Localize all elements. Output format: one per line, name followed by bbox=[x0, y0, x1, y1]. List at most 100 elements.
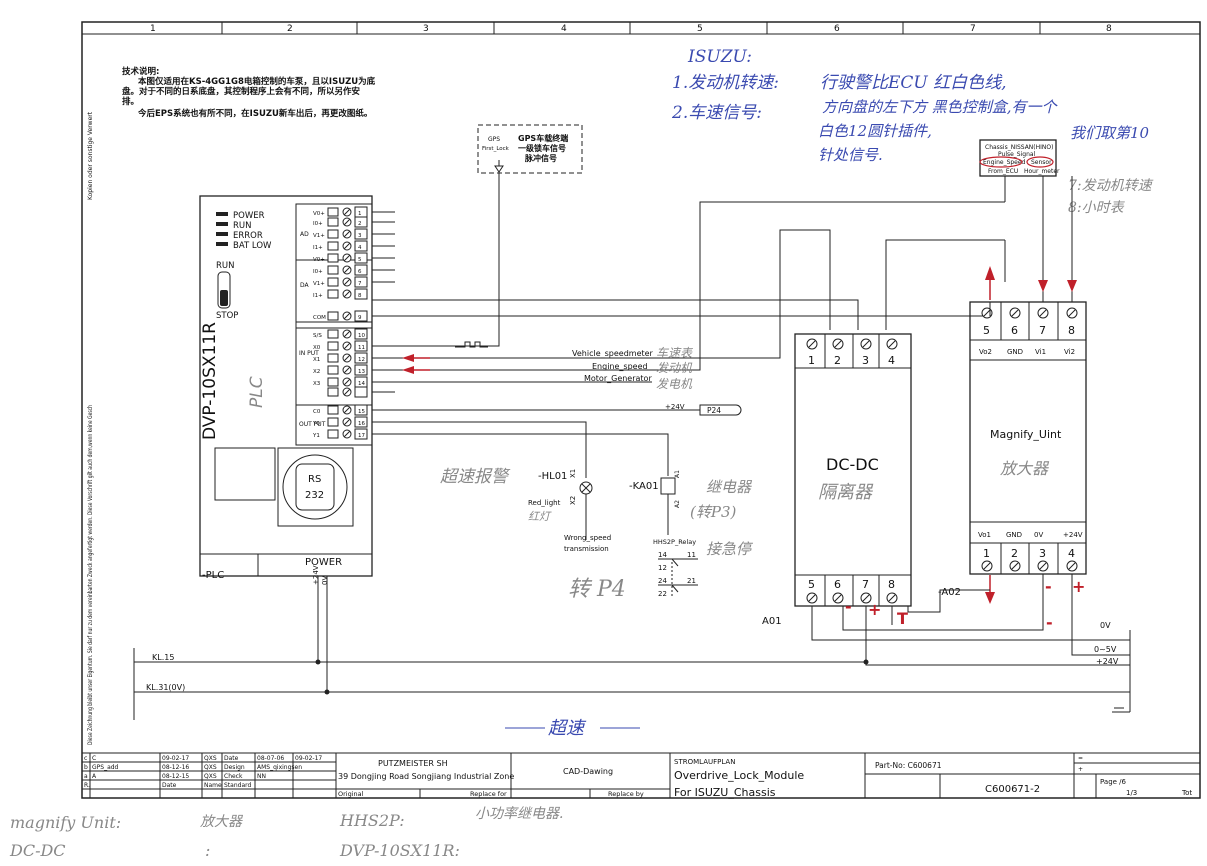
hw-overspeed: 超速 bbox=[548, 718, 587, 739]
terminal-number-box bbox=[354, 364, 368, 376]
tb-module: Overdrive_Lock_Module bbox=[674, 769, 804, 782]
terminal-number: 3 bbox=[358, 233, 362, 239]
svg-text:-: - bbox=[1046, 613, 1053, 632]
dcdc-bottom-number: 7 bbox=[862, 578, 869, 591]
plc-power-label: POWER bbox=[305, 557, 342, 568]
magnify-top-label: Vi1 bbox=[1035, 348, 1046, 356]
tb-drawing: C600671-2 bbox=[985, 784, 1040, 795]
magnify-bottom-label: 0V bbox=[1034, 531, 1043, 539]
tb-page2: 1/3 bbox=[1126, 789, 1137, 797]
notes-line1: 本图仅适用在KS-4GG1G8电箱控制的车泵，且以ISUZU为底 bbox=[138, 76, 376, 87]
chassis-wires bbox=[989, 176, 1073, 316]
terminal-number-box bbox=[354, 216, 368, 228]
grid-col-7: 7 bbox=[970, 24, 976, 34]
terminal-number-box bbox=[354, 264, 368, 276]
revision-cell: Name bbox=[204, 782, 222, 789]
hw-lamp: 红灯 bbox=[528, 510, 552, 523]
plc-pin-label: X2 bbox=[313, 369, 320, 375]
screw-slot bbox=[983, 562, 991, 570]
hw-magnify: 放大器 bbox=[1000, 459, 1050, 478]
revision-cell: AMS_qixingsen bbox=[257, 764, 302, 771]
screw-slot bbox=[343, 354, 351, 362]
svg-text:-: - bbox=[1045, 577, 1052, 596]
p24-label: P24 bbox=[707, 406, 721, 415]
terminal-number: 9 bbox=[358, 315, 362, 321]
hl01-x2: X2 bbox=[569, 496, 577, 505]
screw-slot bbox=[834, 594, 842, 602]
led-bat-low: BAT LOW bbox=[233, 241, 272, 251]
revision-cell: Check bbox=[224, 773, 243, 780]
screw-slot bbox=[983, 309, 991, 317]
plc-pin-label: V1+ bbox=[313, 233, 325, 239]
screw-slot bbox=[862, 594, 870, 602]
rs232-port[interactable] bbox=[295, 463, 335, 511]
dcdc-bottom-number: 8 bbox=[888, 578, 895, 591]
run-stop-switch-knob[interactable] bbox=[220, 290, 228, 306]
grid-column-dividers bbox=[221, 22, 1041, 34]
screw-slot bbox=[343, 366, 351, 374]
revision-cell: a bbox=[84, 773, 88, 780]
hw-item2-desc3: 我们取第10 bbox=[1070, 124, 1150, 142]
led-error: ERROR bbox=[233, 231, 263, 241]
revision-cell: QXS bbox=[204, 755, 217, 762]
revision-cell: 08-07-06 bbox=[257, 755, 284, 762]
hw-isuzu: ISUZU: bbox=[687, 47, 752, 67]
plc-pin-label: V1+ bbox=[313, 281, 325, 287]
plc-pin-box bbox=[327, 365, 339, 375]
hw-relay: 继电器 bbox=[706, 478, 753, 496]
plc-pin-box bbox=[327, 253, 339, 263]
grid-col-1: 1 bbox=[150, 24, 156, 34]
hw-relay-emerg: 接急停 bbox=[706, 540, 754, 558]
bottom-wires bbox=[133, 574, 1131, 720]
plc-pin-box bbox=[327, 377, 339, 387]
led-run: RUN bbox=[233, 221, 252, 231]
terminal-number: 4 bbox=[358, 245, 362, 251]
tb-chassis: For ISUZU_Chassis bbox=[674, 786, 776, 799]
screw-slot bbox=[343, 378, 351, 386]
rail-24v: +24V bbox=[1096, 657, 1119, 666]
magnify-tag: -A02 bbox=[938, 587, 961, 598]
revision-cell: b bbox=[84, 764, 88, 771]
hw-item2-desc4: 针处信号. bbox=[818, 146, 883, 164]
engine-speed-circle bbox=[979, 156, 1023, 168]
grid-col-6: 6 bbox=[834, 24, 840, 34]
run-stop-switch[interactable] bbox=[217, 271, 231, 309]
svg-text:+: + bbox=[868, 600, 881, 619]
screw-slot bbox=[1068, 309, 1076, 317]
plc-pin-label: C0 bbox=[313, 409, 321, 415]
ka01-pin-12: 12 bbox=[658, 564, 667, 572]
plc-pin-box bbox=[327, 353, 339, 363]
screw-slot bbox=[1039, 309, 1047, 317]
gps-title1: GPS车载终端 bbox=[518, 133, 568, 143]
ka01-pin-21: 21 bbox=[687, 577, 696, 585]
plc-pin-label: X0 bbox=[313, 345, 321, 351]
plc-pin-label: S/S bbox=[313, 333, 322, 339]
magnify-top-label: Vi2 bbox=[1064, 348, 1075, 356]
terminal-number-box bbox=[354, 228, 368, 240]
hw-generator: 发电机 bbox=[656, 377, 693, 391]
revision-cell: C bbox=[92, 755, 96, 762]
sig-24v: +24V bbox=[665, 403, 685, 411]
tb-replace-by: Replace by bbox=[608, 790, 644, 798]
side-note-bottom: Diese Zeichnung bleibt unser Eigentum. S… bbox=[87, 405, 94, 745]
screw-slot bbox=[343, 208, 351, 216]
svg-text:T: T bbox=[897, 609, 908, 628]
gps-label-a: GPS bbox=[488, 136, 500, 143]
plc-24v-label: +24V bbox=[312, 565, 320, 585]
rail-kl15: KL.15 bbox=[152, 653, 174, 662]
sig-motor: Motor_Generator bbox=[584, 374, 652, 383]
grid-col-8: 8 bbox=[1106, 24, 1112, 34]
magnify-top-number: 7 bbox=[1039, 324, 1046, 337]
screw-slot bbox=[834, 340, 842, 348]
terminal-number: 11 bbox=[358, 345, 365, 351]
hw-bottom2c: DVP-10SX11R: bbox=[339, 841, 460, 860]
tb-address: 39 Dongjing Road Songjiang Industrial Zo… bbox=[338, 772, 514, 781]
dcdc-top-number: 3 bbox=[862, 354, 869, 367]
plc-pin-box bbox=[327, 341, 339, 351]
hw-bottom1a: magnify Unit: bbox=[10, 813, 121, 832]
gps-pulse-wire bbox=[372, 172, 500, 347]
chassis-from: From_ECU bbox=[988, 168, 1018, 175]
revision-cell: 09-02-17 bbox=[162, 755, 189, 762]
screw-slot bbox=[1039, 562, 1047, 570]
hw-bottom2a: DC-DC bbox=[9, 841, 66, 860]
